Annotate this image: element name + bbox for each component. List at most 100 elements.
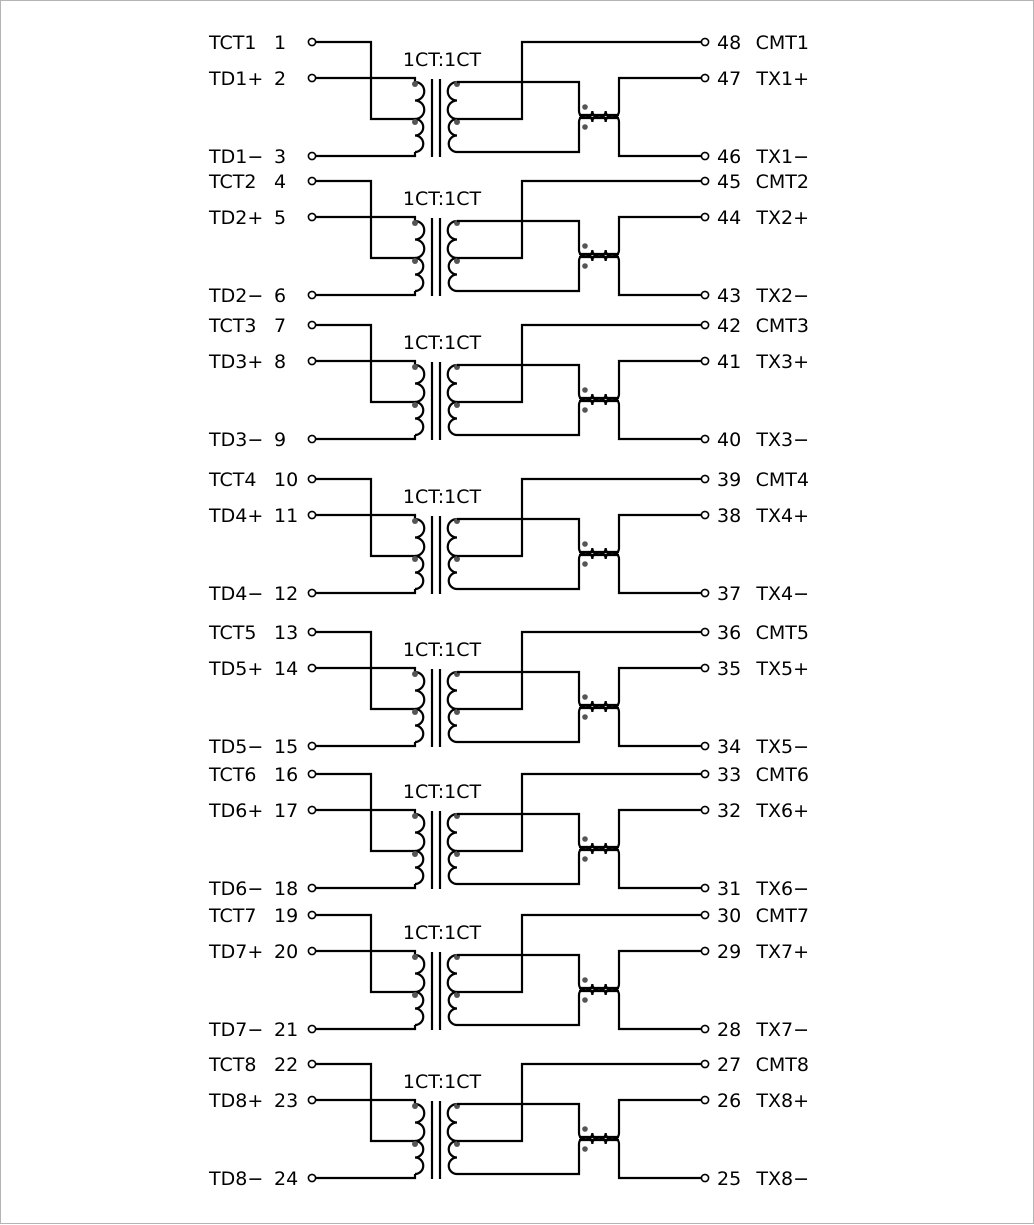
common-mode-tap-wire [457, 40, 701, 121]
polarity-dot [412, 813, 418, 819]
pin-terminal [700, 1024, 710, 1034]
pin-terminal [700, 474, 710, 484]
signal-label: TD1− [208, 146, 263, 168]
secondary-winding [447, 117, 458, 154]
signal-label: TX6− [755, 878, 809, 900]
pin-number: 42 [717, 315, 741, 337]
tx-minus-wire [617, 712, 701, 748]
secondary-winding [447, 554, 458, 591]
polarity-dot [454, 851, 460, 857]
polarity-dot [454, 992, 460, 998]
data-minus-wire [316, 435, 417, 441]
secondary-top-wire [457, 517, 581, 548]
pin-terminal [307, 356, 317, 366]
pin-terminal [307, 1095, 317, 1105]
pin-terminal [700, 176, 710, 186]
primary-winding [414, 670, 426, 711]
tx-minus-wire [617, 261, 701, 297]
signal-label: TX8− [755, 1168, 809, 1190]
common-mode-tap-wire [457, 477, 701, 558]
signal-label: TX5− [755, 736, 809, 758]
pin-number: 32 [717, 800, 741, 822]
polarity-dot [412, 1103, 418, 1109]
tx-plus-wire [617, 359, 701, 394]
primary-winding [414, 812, 426, 853]
polarity-dot [582, 243, 588, 249]
center-tap-wire [316, 913, 415, 994]
tx-plus-wire [617, 513, 701, 548]
pin-number: 9 [274, 429, 286, 451]
pin-terminal [307, 1024, 317, 1034]
turns-ratio-label: 1CT:1CT [403, 188, 482, 210]
turns-ratio-label: 1CT:1CT [403, 922, 482, 944]
pin-number: 35 [717, 658, 741, 680]
pin-terminal [307, 510, 317, 520]
secondary-winding [447, 990, 458, 1027]
secondary-top-wire [457, 670, 581, 701]
data-minus-wire [316, 884, 417, 890]
polarity-dot [412, 81, 418, 87]
tx-minus-wire [617, 995, 701, 1031]
tx-plus-wire [617, 1098, 701, 1133]
tx-minus-wire [617, 1144, 701, 1180]
pin-number: 37 [717, 583, 741, 605]
pin-number: 39 [717, 469, 741, 491]
primary-winding [414, 1139, 425, 1176]
pin-terminal [700, 769, 710, 779]
center-tap-wire [316, 323, 415, 404]
polarity-dot [412, 709, 418, 715]
signal-label: TX1+ [755, 68, 809, 90]
signal-label: TX2− [755, 285, 809, 307]
pin-terminal [700, 290, 710, 300]
polarity-dot [454, 1141, 460, 1147]
pin-number: 33 [717, 764, 741, 786]
secondary-winding [447, 849, 458, 886]
pin-number: 47 [717, 68, 741, 90]
signal-label: TD2− [208, 285, 263, 307]
polarity-dot [582, 541, 588, 547]
polarity-dot [412, 402, 418, 408]
secondary-top-wire [457, 363, 581, 394]
turns-ratio-label: 1CT:1CT [403, 1071, 482, 1093]
polarity-dot [412, 671, 418, 677]
primary-winding [414, 953, 426, 994]
pin-number: 14 [274, 658, 298, 680]
secondary-winding [447, 256, 458, 293]
pin-number: 10 [274, 469, 298, 491]
polarity-dot [454, 709, 460, 715]
pin-terminal [700, 151, 710, 161]
pin-number: 24 [274, 1168, 298, 1190]
pin-terminal [700, 883, 710, 893]
common-mode-tap-wire [457, 630, 701, 711]
data-minus-wire [316, 1025, 417, 1031]
center-tap-wire [316, 630, 415, 711]
polarity-dot [412, 364, 418, 370]
primary-winding [414, 554, 425, 591]
polarity-dot [582, 1146, 588, 1152]
pin-number: 46 [717, 146, 741, 168]
primary-winding [414, 219, 426, 260]
signal-label: TD4+ [208, 505, 263, 527]
secondary-winding [446, 670, 458, 711]
polarity-dot [582, 263, 588, 269]
pin-number: 15 [274, 736, 298, 758]
pin-terminal [700, 663, 710, 673]
polarity-dot [412, 220, 418, 226]
secondary-bottom-wire [457, 559, 581, 591]
center-tap-wire [316, 477, 415, 558]
tx-minus-wire [617, 854, 701, 890]
signal-label: CMT6 [756, 764, 809, 786]
pin-number: 41 [717, 351, 741, 373]
signal-label: TCT1 [208, 32, 256, 54]
pin-terminal [307, 769, 317, 779]
pin-terminal [700, 212, 710, 222]
pin-number: 12 [274, 583, 298, 605]
polarity-dot [582, 714, 588, 720]
signal-label: TCT8 [208, 1054, 256, 1076]
pin-number: 8 [274, 351, 286, 373]
data-plus-wire [316, 76, 417, 82]
pin-terminal [307, 1173, 317, 1183]
